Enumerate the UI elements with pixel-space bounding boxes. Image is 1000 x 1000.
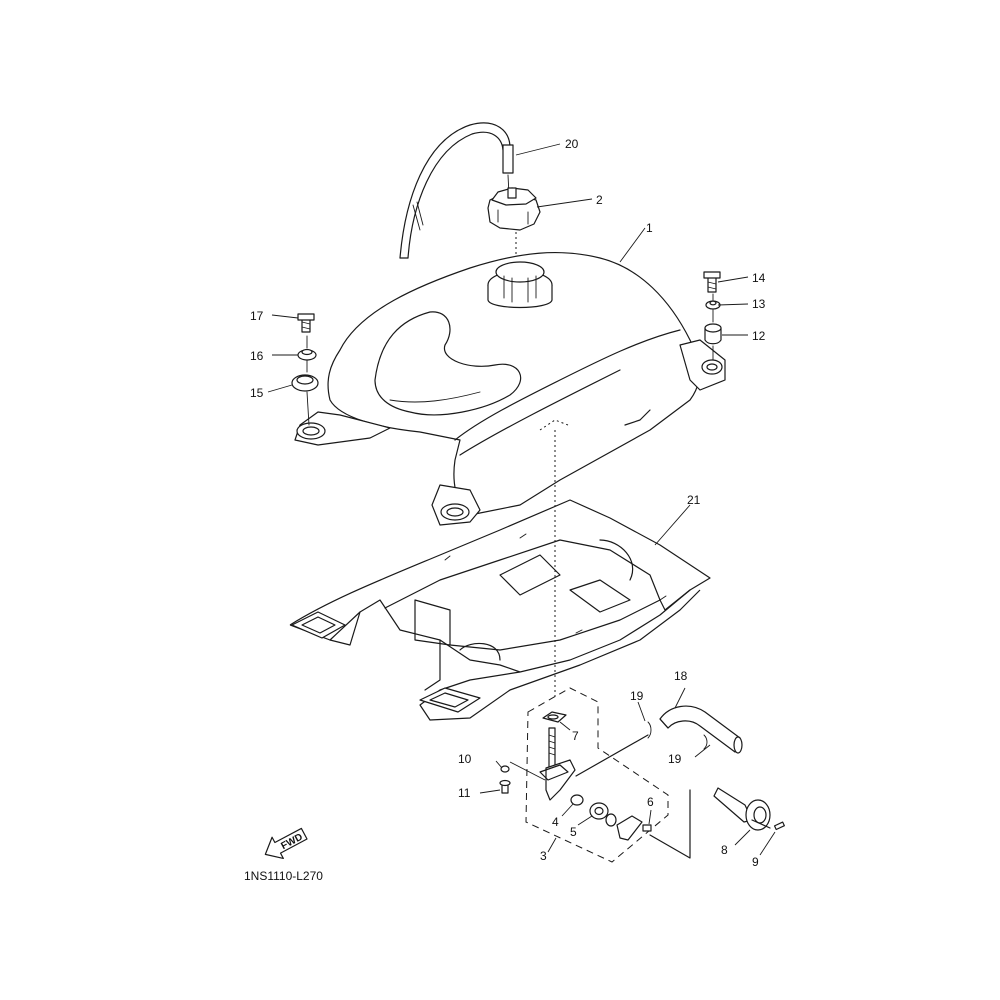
callout-13: 13 — [752, 297, 766, 311]
right-mount-hardware — [703, 271, 722, 361]
fuel-cock-boundary — [525, 687, 669, 863]
left-mount-hardware — [291, 313, 319, 426]
breather-hose — [399, 122, 514, 259]
callout-3: 3 — [540, 849, 547, 863]
callout-18: 18 — [674, 669, 688, 683]
leader-lines — [267, 143, 776, 856]
callout-8: 8 — [721, 843, 728, 857]
fuel-cock-screws — [499, 761, 546, 794]
fwd-label: FWD — [279, 832, 304, 852]
callout-5: 5 — [570, 825, 577, 839]
callout-2: 2 — [596, 193, 603, 207]
callout-1: 1 — [646, 221, 653, 235]
fuel-cap — [487, 187, 541, 258]
callout-11: 11 — [458, 786, 471, 800]
callout-9: 9 — [752, 855, 759, 869]
fuel-tank — [294, 251, 726, 526]
callout-7: 7 — [572, 729, 579, 743]
callout-17: 17 — [250, 309, 264, 323]
callout-19a: 19 — [630, 689, 644, 703]
fwd-arrow-icon: FWD — [264, 827, 308, 860]
callout-21: 21 — [687, 493, 701, 507]
callout-16: 16 — [250, 349, 264, 363]
fuel-cock-knob — [713, 787, 785, 831]
callout-20: 20 — [565, 137, 579, 151]
diagram-code: 1NS1110-L270 — [244, 869, 323, 883]
callout-19b: 19 — [668, 752, 682, 766]
callout-12: 12 — [752, 329, 766, 343]
callout-4: 4 — [552, 815, 559, 829]
callout-14: 14 — [752, 271, 766, 285]
callout-labels: 20 2 1 14 13 12 17 16 15 21 18 19 19 7 1… — [250, 137, 766, 869]
callout-6: 6 — [647, 795, 654, 809]
callout-10: 10 — [458, 752, 472, 766]
tank-tray — [289, 499, 711, 721]
fuel-hose — [647, 705, 743, 754]
fuel-cock — [539, 711, 691, 859]
callout-15: 15 — [250, 386, 264, 400]
